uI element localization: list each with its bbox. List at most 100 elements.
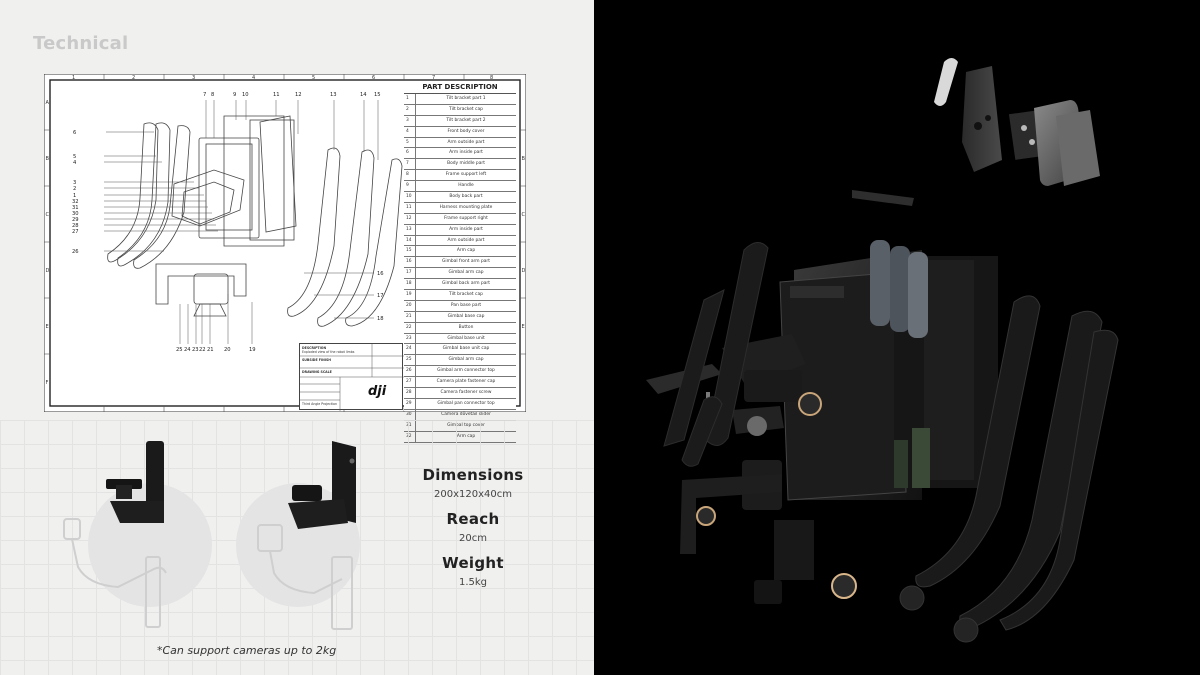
part-name: Tilt bracket cap [449, 106, 483, 112]
technical-panel: Technical 1 [0, 0, 594, 675]
part-name: Tilt bracket cap [449, 292, 483, 298]
zone-number: 2 [132, 75, 135, 81]
part-name: Body back part [449, 194, 483, 200]
zone-number: 1 [72, 75, 75, 81]
table-row: 29 Gimbal pan connector top [404, 398, 516, 410]
callout-label: 22 [199, 347, 206, 353]
callout-label: 20 [224, 347, 231, 353]
part-number: 9 [404, 181, 416, 192]
left-arm-parts [663, 242, 769, 467]
main-body [779, 240, 998, 501]
zone-letter: B [46, 156, 50, 162]
zone-number: 3 [192, 75, 195, 81]
table-row: 3 Tilt bracket part 2 [404, 115, 516, 127]
part-number: 1 [404, 94, 416, 104]
callout-label: 18 [377, 316, 384, 322]
part-name: Tilt bracket part 2 [446, 117, 486, 123]
reach-label: Reach [446, 510, 500, 528]
part-name: Gimbal base unit cap [442, 346, 490, 352]
part-number: 8 [404, 170, 416, 181]
table-row: 18 Gimbal back arm part [404, 279, 516, 291]
product-views [63, 441, 360, 630]
exploded-render-panel [594, 0, 1200, 675]
part-name: Camera fastener screw [440, 390, 492, 396]
part-name: Tilt bracket part 1 [446, 96, 486, 101]
part-number: 12 [404, 213, 416, 224]
zone-number: 4 [252, 75, 255, 81]
zone-letter: C [46, 212, 50, 218]
title-block: DESCRIPTION Exploded view of the robot l… [299, 343, 404, 411]
callout-label: 7 [203, 92, 206, 98]
callout-label: 9 [233, 92, 236, 98]
specs-panel: Dimensions 200x120x40cm Reach 20cm Weigh… [410, 466, 536, 598]
callout-label: 11 [273, 92, 280, 98]
zone-letter: E [46, 324, 49, 330]
part-number: 25 [404, 355, 416, 366]
part-number: 10 [404, 192, 416, 202]
callout-label: 6 [73, 130, 76, 136]
part-number: 23 [404, 333, 416, 344]
part-name: Arm inside part [449, 150, 483, 156]
callout-label: 21 [207, 347, 214, 353]
footnote: *Can support cameras up to 2kg [157, 644, 337, 657]
part-number: 29 [404, 398, 416, 409]
part-number: 20 [404, 300, 416, 311]
gimbal-head [646, 334, 822, 436]
zone-number: 6 [372, 75, 375, 81]
part-name: Gimbal base cap [447, 313, 485, 319]
zone-letter: F [46, 380, 49, 386]
part-name: Gimbal front arm part [442, 259, 490, 265]
dimensions-value: 200x120x40cm [434, 489, 512, 500]
part-number: 21 [404, 311, 416, 322]
callout-label: 30 [72, 211, 79, 217]
part-number: 16 [404, 257, 416, 268]
callout-label: 16 [377, 271, 384, 277]
part-number: 26 [404, 366, 416, 377]
zone-letter: D [46, 268, 50, 274]
part-number: 15 [404, 246, 416, 257]
description-label: DESCRIPTION [302, 346, 327, 350]
zone-letter: A [46, 100, 50, 106]
part-name: Frame support right [444, 215, 488, 221]
callout-label: 25 [176, 347, 183, 353]
callout-label: 23 [192, 347, 199, 353]
zone-letter: B [522, 156, 526, 162]
part-name: Gimbal back arm part [442, 281, 490, 287]
zone-number: 8 [490, 75, 493, 81]
part-name: Button [458, 324, 474, 330]
part-name: Body middle part [447, 161, 485, 167]
part-name: Gimbal base unit [447, 335, 485, 341]
callout-label: 5 [73, 154, 76, 160]
zone-number: 7 [432, 75, 435, 81]
weight-label: Weight [442, 554, 504, 572]
part-number: 18 [404, 279, 416, 290]
drawing-scale-label: DRAWING SCALE [302, 370, 332, 374]
callout-label: 19 [249, 347, 256, 353]
dimensions-label: Dimensions [422, 466, 524, 484]
part-number: 3 [404, 115, 416, 126]
part-name: Front body cover [447, 128, 485, 134]
callout-label: 1 [73, 193, 76, 199]
weight-value: 1.5kg [458, 577, 488, 588]
subside-finish-label: SUBSIDE FINISH [302, 358, 331, 362]
part-name: Gimbal pan connector top [437, 400, 495, 406]
part-name: Arm outside part [447, 139, 485, 145]
callout-label: 3 [73, 180, 76, 186]
part-number: 6 [404, 148, 416, 159]
zone-letter: D [522, 268, 526, 274]
zone-letter: C [522, 212, 526, 218]
callout-label: 28 [72, 223, 79, 229]
